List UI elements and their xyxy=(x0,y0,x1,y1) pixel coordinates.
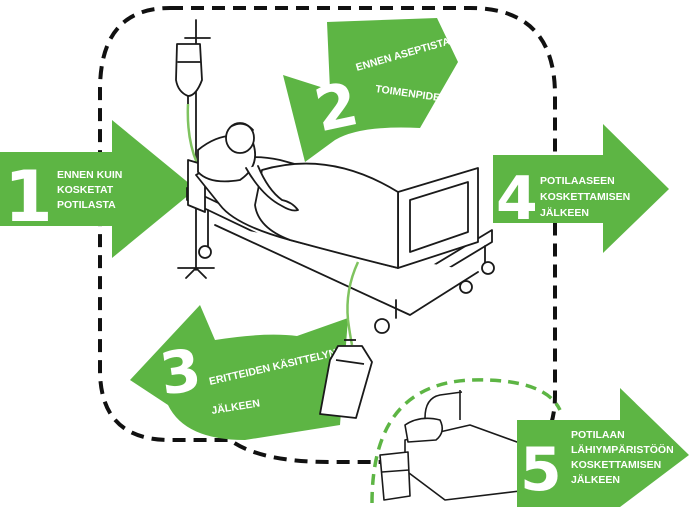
step-2-arrow: 2 ENNEN ASEPTISTA TOIMENPIDETTÄ xyxy=(283,18,462,162)
step-3-arrow: 3 ERITTEIDEN KÄSITTELYN JÄLKEEN xyxy=(130,305,348,440)
step-5-label-line-4: JÄLKEEN xyxy=(571,473,620,486)
surroundings-icon xyxy=(380,390,528,500)
step-4-arrow: 4 POTILAASEEN KOSKETTAMISEN JÄLKEEN xyxy=(493,124,669,253)
step-4-number: 4 xyxy=(496,164,538,234)
step-4-label-line-3: JÄLKEEN xyxy=(540,206,589,219)
step-5-label-line-3: KOSKETTAMISEN xyxy=(571,459,661,471)
step-1-label-line-1: ENNEN KUIN xyxy=(57,169,122,181)
step-1-label-line-2: KOSKETAT xyxy=(57,184,114,196)
step-5-number: 5 xyxy=(520,435,562,505)
step-4-label-line-2: KOSKETTAMISEN xyxy=(540,191,630,203)
step-5-label-line-2: LÄHIYMPÄRISTÖÖN xyxy=(571,443,674,456)
step-5-arrow: 5 POTILAAN LÄHIYMPÄRISTÖÖN KOSKETTAMISEN JÄ… xyxy=(517,388,689,507)
step-5-label-line-1: POTILAAN xyxy=(571,429,625,441)
step-1-number: 1 xyxy=(4,156,53,238)
patient-bed-icon xyxy=(187,123,494,333)
step-4-label-line-1: POTILAASEEN xyxy=(540,175,615,187)
step-1-label-line-3: POTILASTA xyxy=(57,199,116,211)
